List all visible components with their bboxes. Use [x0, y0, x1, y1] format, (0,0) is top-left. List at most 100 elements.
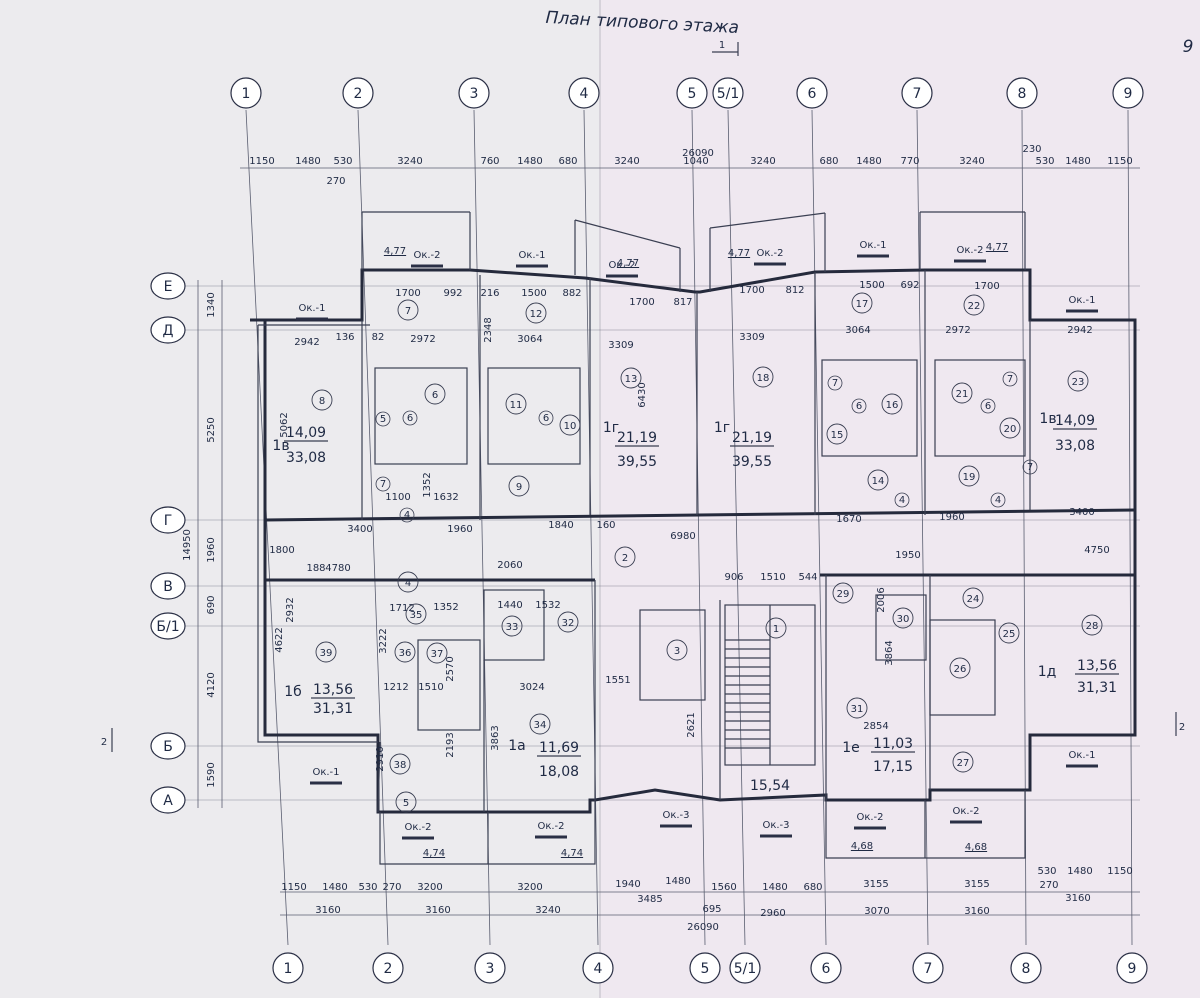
dimension-bottom: 1480	[762, 882, 787, 893]
equipment-marker: 4	[990, 492, 1006, 508]
room-number: 30	[892, 607, 914, 629]
window-label: Ок.-2	[952, 806, 979, 817]
apartment-type: 1е	[842, 740, 860, 756]
dimension-bottom: 1480	[1067, 866, 1092, 877]
dimension-inner: 3222	[378, 628, 389, 653]
window-label: Ок.-2	[856, 812, 883, 823]
axis-label: 6	[822, 961, 831, 977]
balcony-area: 4,74	[423, 848, 445, 859]
dimension-bottom: 270	[382, 882, 401, 893]
room-number: 16	[881, 393, 903, 415]
dimension-left: 5250	[206, 417, 217, 442]
room-number-label: 38	[394, 760, 407, 771]
equipment-marker-label: 4	[899, 495, 905, 506]
apartment-total-area: 31,31	[1077, 680, 1117, 696]
overall-dimension-bottom: 26090	[687, 922, 719, 933]
room-number-label: 27	[957, 758, 970, 769]
dimension-bottom: 270	[1039, 880, 1058, 891]
window-label: Ок.-2	[608, 260, 635, 271]
room-number: 12	[525, 302, 547, 324]
room-number: 23	[1067, 370, 1089, 392]
dimension-left-total: 14950	[182, 529, 193, 561]
dimension-inner: 2972	[945, 325, 970, 336]
dimension-inner: 1700	[395, 288, 420, 299]
axis-label: 2	[354, 86, 363, 102]
room-number: 39	[315, 641, 337, 663]
dimension-bottom: 1150	[1107, 866, 1132, 877]
dimension-bottom-2: 2960	[760, 908, 785, 919]
dimension-inner: 4780	[325, 563, 350, 574]
dimension-inner: 2854	[863, 721, 888, 732]
dimension-inner: 1632	[433, 492, 458, 503]
axis-label: 7	[924, 961, 933, 977]
dimension-inner: 136	[335, 332, 354, 343]
dimension-top: 1040	[683, 156, 708, 167]
dimension-inner: 2942	[1067, 325, 1092, 336]
dimension-bottom: 530	[1037, 866, 1056, 877]
axis-marker-left: В	[150, 572, 186, 600]
dimension-inner: 1800	[269, 545, 294, 556]
dimension-inner: 6430	[637, 382, 648, 407]
balcony-area: 4,77	[728, 248, 750, 259]
equipment-marker: 7	[827, 375, 843, 391]
dimension-top: 770	[900, 156, 919, 167]
axis-marker-top: 1	[230, 77, 262, 109]
building-walls	[250, 211, 1137, 865]
equipment-marker: 7	[1022, 459, 1038, 475]
dimension-inner: 4622	[274, 627, 285, 652]
axis-label: 8	[1022, 961, 1031, 977]
dimension-inner: 2932	[285, 597, 296, 622]
dimension-inner: 1100	[385, 492, 410, 503]
axis-label: Д	[163, 323, 174, 339]
room-number-label: 17	[856, 299, 869, 310]
axis-marker-top: 2	[342, 77, 374, 109]
window-label: Ок.-2	[537, 821, 564, 832]
axis-label: 6	[808, 86, 817, 102]
apartment-living-area: 11,69	[539, 740, 579, 756]
room-number: 13	[620, 367, 642, 389]
dimension-inner: 3400	[1069, 507, 1094, 518]
axis-marker-left: Б/1	[150, 612, 186, 640]
dimension-inner: 3864	[884, 640, 895, 665]
room-number-label: 14	[872, 476, 885, 487]
equipment-marker: 7	[375, 476, 391, 492]
axis-marker-bottom: 9	[1116, 952, 1148, 984]
equipment-marker-label: 7	[832, 378, 838, 389]
equipment-marker-label: 6	[985, 401, 991, 412]
equipment-marker-label: 6	[407, 413, 413, 424]
room-number-label: 26	[954, 664, 967, 675]
room-number-label: 34	[534, 720, 547, 731]
room-number-label: 29	[837, 589, 850, 600]
dimension-top: 3240	[397, 156, 422, 167]
room-number: 1	[765, 617, 787, 639]
section-mark-top: 1	[719, 40, 725, 51]
balcony-area: 4,74	[561, 848, 583, 859]
apartment-type: 1в	[272, 438, 289, 454]
axis-label: 8	[1018, 86, 1027, 102]
apartment-total-area: 18,08	[539, 764, 579, 780]
room-number: 11	[505, 393, 527, 415]
dimension-inner: 1212	[383, 682, 408, 693]
room-number: 32	[557, 611, 579, 633]
apartment-total-area: 33,08	[286, 450, 326, 466]
dimension-top: 3240	[959, 156, 984, 167]
dimension-left: 1590	[206, 762, 217, 787]
room-number-label: 15	[831, 430, 844, 441]
dimension-top: 1150	[249, 156, 274, 167]
apartment-total-area: 39,55	[617, 454, 657, 470]
dimension-inner: 1510	[760, 572, 785, 583]
overall-dimension-top: 26090	[682, 148, 714, 159]
room-number-label: 2	[622, 553, 628, 564]
dimension-inner: 3309	[608, 340, 633, 351]
dimension-inner: 3064	[845, 325, 870, 336]
dimension-inner: 1960	[447, 524, 472, 535]
apartment-total-area: 33,08	[1055, 438, 1095, 454]
dimension-top: 1480	[856, 156, 881, 167]
apartment-type: 1б	[284, 684, 302, 700]
room-number-label: 39	[320, 648, 333, 659]
window-label: Ок.-1	[1068, 750, 1095, 761]
dimension-bottom: 1150	[281, 882, 306, 893]
axis-marker-top: 8	[1006, 77, 1038, 109]
